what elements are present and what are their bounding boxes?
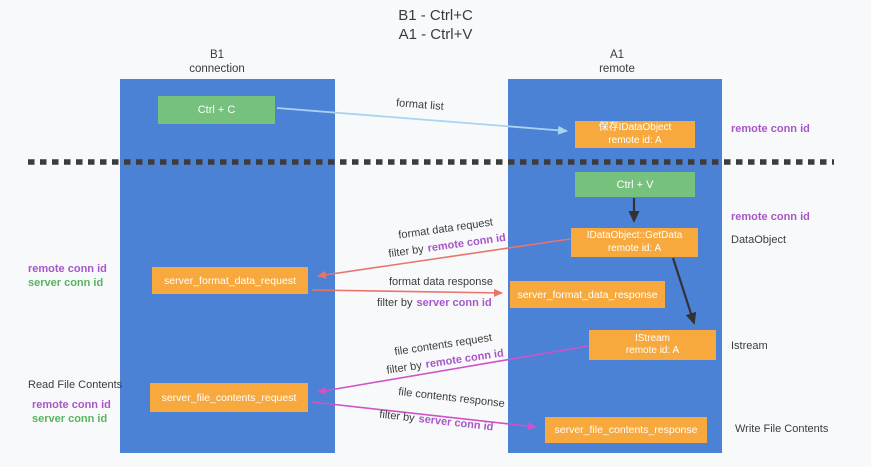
left-read-file-contents-label: Read File Contents xyxy=(28,379,123,391)
getdata-line2: remote id: A xyxy=(607,242,662,254)
file-contents-response-label: file contents response xyxy=(397,385,506,411)
left-server-conn-id-bottom: server conn id xyxy=(32,413,108,425)
lane-b1-name: B1 xyxy=(209,49,225,61)
lane-b1-role: connection xyxy=(189,62,245,75)
diagram-title: B1 - Ctrl+C A1 - Ctrl+V xyxy=(0,6,871,44)
server-file-contents-request-label: server_file_contents_request xyxy=(161,391,297,404)
server-file-contents-response-label: server_file_contents_response xyxy=(554,424,698,436)
lane-a1-role: remote xyxy=(599,62,635,75)
right-remote-conn-id-top: remote conn id xyxy=(731,123,810,135)
ctrl-v-label: Ctrl + V xyxy=(616,178,654,191)
save-idataobject-line1: 保存IDataObject xyxy=(598,122,672,133)
filter-by-text: filter by xyxy=(378,408,416,425)
left-remote-conn-id-top: remote conn id xyxy=(28,263,107,275)
server-file-contents-response-box: server_file_contents_response xyxy=(545,417,707,443)
getdata-line1: IDataObject::GetData xyxy=(586,230,683,241)
ctrl-v-box: Ctrl + V xyxy=(575,172,695,197)
istream-line1: IStream xyxy=(634,332,670,344)
ctrl-c-label: Ctrl + C xyxy=(197,104,236,116)
save-idataobject-box: 保存IDataObject remote id: A xyxy=(575,121,695,148)
server-format-data-response-box: server_format_data_response xyxy=(510,281,665,308)
server-conn-id-key: server conn id xyxy=(417,413,494,434)
format-list-label: format list xyxy=(395,97,445,113)
server-format-data-request-label: server_format_data_request xyxy=(164,274,296,287)
ctrl-c-box: Ctrl + C xyxy=(158,96,275,124)
filter-by-text: filter by xyxy=(385,359,423,377)
format-data-response-label: format data response xyxy=(389,276,493,288)
right-istream-label: Istream xyxy=(731,340,768,352)
right-write-file-contents-label: Write File Contents xyxy=(735,423,829,435)
right-dataobject-label: DataObject xyxy=(731,234,787,246)
right-remote-conn-id-mid: remote conn id xyxy=(731,211,810,223)
lane-header-a1: A1 remote xyxy=(557,49,677,76)
save-idataobject-line2: remote id: A xyxy=(608,134,662,146)
arrow-format-data-response xyxy=(311,288,503,297)
server-format-data-request-box: server_format_data_request xyxy=(152,267,308,294)
server-format-data-response-label: server_format_data_response xyxy=(517,288,658,301)
istream-box: IStream remote id: A xyxy=(589,330,716,360)
lane-a1-name: A1 xyxy=(609,49,625,61)
filter-by-text: filter by xyxy=(377,297,413,309)
istream-line2: remote id: A xyxy=(625,345,680,356)
title-line-1: B1 - Ctrl+C xyxy=(398,7,473,24)
filter-by-text: filter by xyxy=(387,243,425,261)
idataobject-getdata-box: IDataObject::GetData remote id: A xyxy=(571,228,698,257)
lane-header-b1: B1 connection xyxy=(157,49,277,76)
left-remote-conn-id-bottom: remote conn id xyxy=(32,399,111,411)
server-file-contents-request-box: server_file_contents_request xyxy=(150,383,308,412)
left-server-conn-id-top: server conn id xyxy=(28,277,104,289)
server-conn-id-key: server conn id xyxy=(416,297,492,309)
title-line-2: A1 - Ctrl+V xyxy=(398,26,473,43)
